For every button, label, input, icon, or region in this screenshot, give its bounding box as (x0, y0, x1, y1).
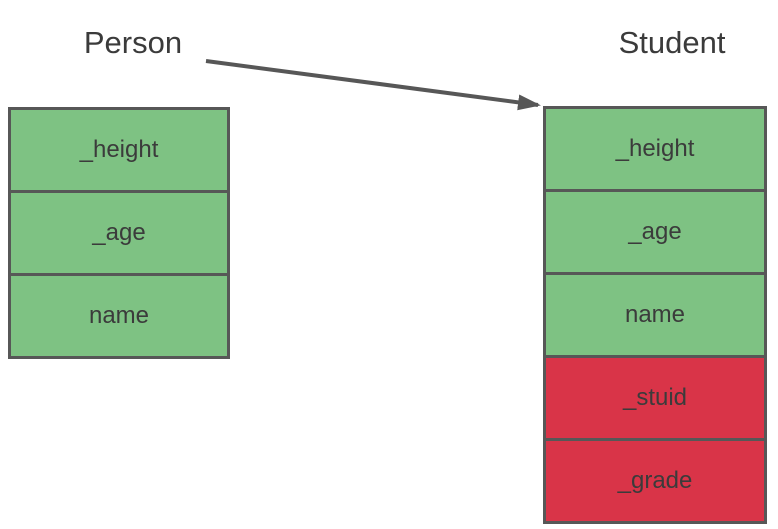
person-cell-name: name (8, 273, 230, 359)
student-cell-height: _height (543, 106, 767, 192)
student-member-box: _height _age name _stuid _grade (543, 106, 767, 524)
student-cell-name: name (543, 272, 767, 358)
person-member-box: _height _age name (8, 107, 230, 359)
student-cell-age: _age (543, 189, 767, 275)
student-cell-stuid: _stuid (543, 355, 767, 441)
person-cell-age: _age (8, 190, 230, 276)
person-class-title: Person (83, 25, 183, 60)
student-cell-grade: _grade (543, 438, 767, 524)
person-cell-height: _height (8, 107, 230, 193)
arrow-line (205, 59, 541, 111)
student-class-title: Student (618, 25, 726, 60)
